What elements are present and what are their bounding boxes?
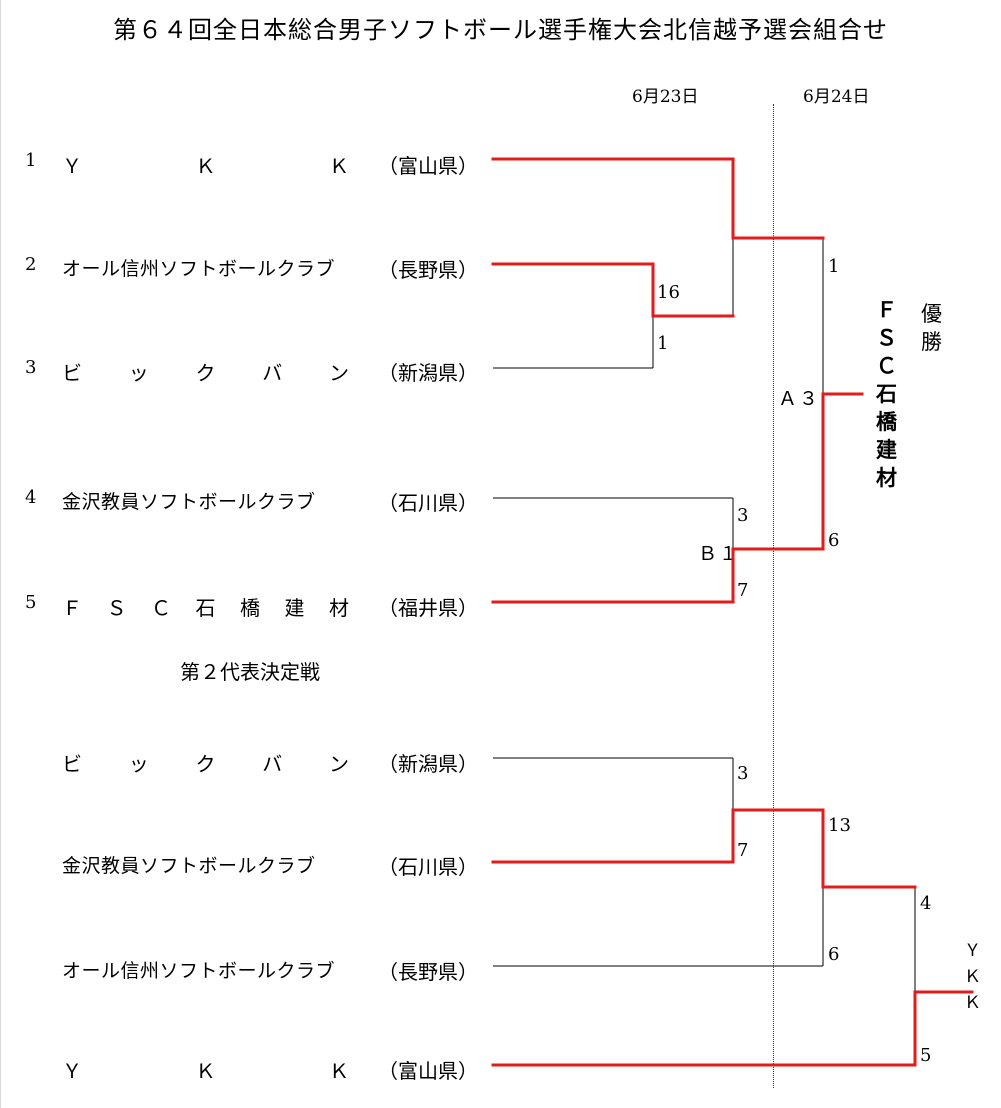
team-name-char: 建 [284,596,305,620]
team-name-char: バ [262,361,283,385]
vertical-char: Ｙ [964,941,981,961]
date-day1: 6月23日 [632,87,699,107]
team-name-char: 石 [195,596,216,620]
team-prefecture: （新潟県） [378,752,478,776]
team-prefecture: （長野県） [378,258,478,282]
black-lines [493,238,916,992]
team-name-char: ビ [62,752,82,776]
team-name: オール信州ソフトボールクラブ [62,258,336,280]
team-name-char: Ｆ [62,596,82,620]
vertical-char: Ｋ [964,993,981,1013]
team-name: ビックバン [62,748,349,777]
team-name-char: Ｋ [195,1059,216,1083]
section-title: 第２代表決定戦 [180,660,320,684]
seed-number: 5 [25,592,37,613]
score: 13 [828,815,851,836]
team-name: 金沢教員ソフトボールクラブ [62,491,316,513]
team-name-char: ン [329,752,349,776]
page-title: 第６４回全日本総合男子ソフトボール選手権大会北信越予選会組合せ [113,16,888,44]
team-name: オール信州ソフトボールクラブ [62,960,336,982]
score: 3 [737,763,749,784]
team-name-char: Ｙ [62,154,82,178]
game-label-b: Ｂ１ [698,543,741,565]
winner-lines [491,157,974,1067]
score: 16 [657,282,680,303]
team-prefecture: （石川県） [378,491,478,515]
vertical-char: 橋 [876,409,897,434]
vertical-char: Ｃ [876,353,897,378]
score: 1 [657,333,669,354]
team-name: ビックバン [62,357,349,386]
team-name-char: ッ [128,752,149,776]
vertical-char: 石 [876,381,897,406]
team-prefecture: （石川県） [378,855,478,879]
vertical-char: 優 [921,302,942,326]
date-divider [773,104,774,1088]
team-prefecture: （福井県） [378,596,478,620]
vertical-char: Ｋ [964,967,981,987]
seed-number: 4 [25,487,37,508]
score: 5 [920,1045,932,1066]
score: 1 [828,256,840,277]
seed-number: 1 [25,150,37,171]
team-name-char: Ｙ [62,1059,82,1083]
team-prefecture: （新潟県） [378,361,478,385]
team-name-char: Ｓ [106,596,127,620]
team-name-char: ビ [62,361,82,385]
score: 7 [737,580,749,601]
seed-number: 2 [25,254,37,275]
score: 3 [737,505,749,526]
vertical-char: 建 [876,437,897,462]
page-left-border [0,0,1,1108]
team-name-char: ク [195,752,216,776]
team-prefecture: （長野県） [378,960,478,984]
vertical-char: 勝 [921,330,942,354]
vertical-char: Ｓ [876,325,897,350]
vertical-char: 材 [876,465,897,490]
score: 7 [737,840,749,861]
champion-label: 優勝 [921,300,942,356]
team-name: 金沢教員ソフトボールクラブ [62,855,316,877]
team-name-char: ッ [128,361,149,385]
score: 6 [828,530,840,551]
team-name-char: ン [329,361,349,385]
date-day2: 6月24日 [803,87,870,107]
seed-number: 3 [25,357,37,378]
team-name-char: Ｋ [329,154,349,178]
team-name-char: ク [195,361,216,385]
team-name-char: 橋 [240,596,260,620]
game-label-a: Ａ３ [778,388,821,410]
score: 4 [920,893,932,914]
team-name-char: 材 [329,596,349,620]
team-name-char: Ｃ [151,596,171,620]
team-name-char: Ｋ [195,154,216,178]
score: 6 [828,944,840,965]
team-prefecture: （富山県） [378,154,478,178]
vertical-char: Ｆ [876,297,897,322]
team-name-char: バ [262,752,283,776]
team-prefecture: （富山県） [378,1059,478,1083]
team-name-char: Ｋ [329,1059,349,1083]
